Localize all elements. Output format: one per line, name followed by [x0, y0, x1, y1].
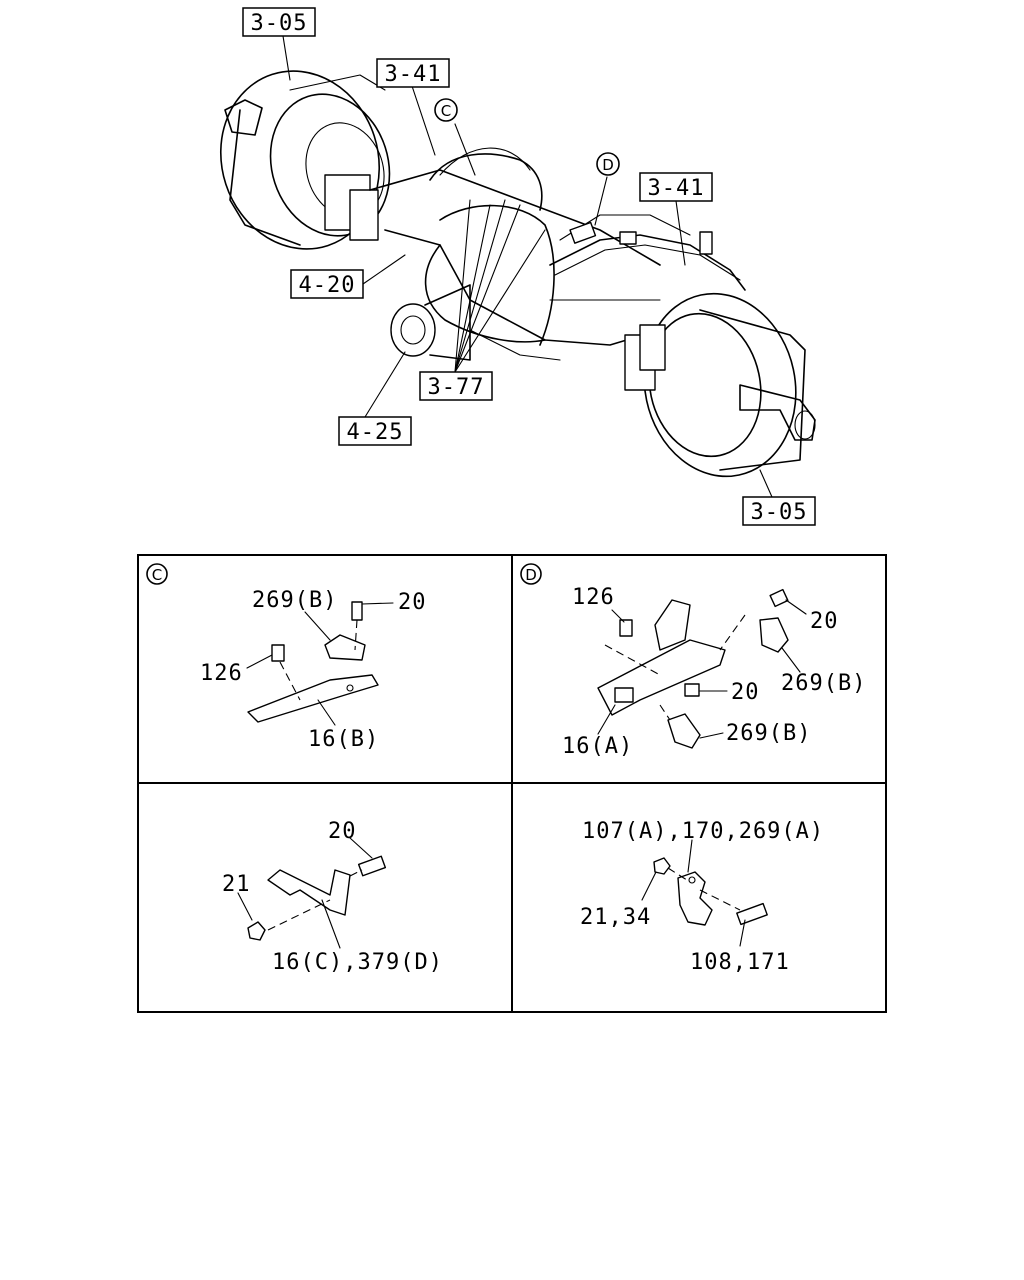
ref-hub-left: 3-05 [242, 7, 316, 37]
panel-d-clip-bottom-label: 269(B) [726, 721, 811, 746]
bolt-126-shape [271, 644, 285, 662]
ref-cable-right-label: 3-41 [648, 176, 705, 201]
clip-bottom-shape [667, 713, 701, 749]
ref-cable-left: 3-41 [376, 58, 450, 88]
left-brake-drum [219, 70, 391, 250]
bolt-108-shape [736, 902, 768, 926]
ref-housing: 4-20 [290, 269, 364, 299]
clip-top-shape [759, 617, 789, 653]
ref-flange-label: 4-25 [347, 420, 404, 445]
ref-clips: 3-77 [419, 371, 493, 401]
callout-c-main-label: C [441, 102, 451, 120]
nut-21-shape [247, 921, 266, 941]
panel-lr-nut-label: 21,34 [580, 905, 651, 930]
panel-c-marker: C [146, 563, 168, 585]
panel-d-clip-top-label: 269(B) [781, 671, 866, 696]
right-brake-drum [624, 292, 816, 478]
panel-lr-bolt-label: 108,171 [690, 950, 790, 975]
ref-hub-left-label: 3-05 [251, 11, 308, 36]
panel-c-marker-label: C [152, 566, 162, 584]
callout-d-main: D [596, 152, 620, 176]
ref-clips-label: 3-77 [428, 375, 485, 400]
nut-21-34-shape [653, 857, 671, 875]
bolt-mid-shape [684, 683, 700, 697]
ref-cable-right: 3-41 [639, 172, 713, 202]
panel-ll-nut-label: 21 [222, 872, 251, 897]
bolt-126-d-shape [619, 619, 633, 637]
detail-panel-c: C 269(B) 20 126 16(B) [146, 563, 427, 752]
main-leader-lines [282, 35, 773, 498]
panel-c-bracket-label: 16(B) [308, 727, 379, 752]
panel-ll-bracket-label: 16(C),379(D) [272, 950, 443, 975]
panel-d-bolt-top-label: 20 [810, 609, 839, 634]
detail-grid [137, 554, 887, 1013]
detail-panel-lower-left: 20 21 16(C),379(D) [222, 819, 443, 975]
detail-panel-d: D 126 20 269(B) 20 269(B) 16(A) [520, 563, 866, 759]
ref-flange: 4-25 [338, 416, 412, 446]
axle-assembly-drawing [219, 70, 816, 478]
panel-d-marker: D [520, 563, 542, 585]
detail-panel-lower-right: 107(A),170,269(A) 21,34 108,171 [580, 819, 824, 975]
ref-hub-right: 3-05 [742, 496, 816, 526]
clip-269b-shape [324, 634, 366, 661]
bolt-20-shape [351, 601, 363, 621]
panel-d-bolt-small-label: 126 [572, 585, 615, 610]
panel-c-bolt-label: 20 [398, 590, 427, 615]
panel-c-bolt-small-label: 126 [200, 661, 243, 686]
clamp-shape [677, 871, 713, 926]
callout-d-main-label: D [602, 156, 614, 174]
panel-d-bracket-label: 16(A) [562, 734, 633, 759]
brake-hoses [429, 147, 746, 291]
ref-cable-left-label: 3-41 [385, 62, 442, 87]
bolt-20-ll-shape [357, 855, 387, 877]
panel-lr-clamp-label: 107(A),170,269(A) [582, 819, 824, 844]
panel-ll-bolt-label: 20 [328, 819, 357, 844]
pinion-flange [390, 284, 471, 361]
panel-d-bolt-mid-label: 20 [731, 680, 760, 705]
bolt-top-shape [769, 588, 789, 608]
callout-c-main: C [434, 98, 458, 122]
ref-hub-right-label: 3-05 [751, 500, 808, 525]
ref-housing-label: 4-20 [299, 273, 356, 298]
bracket-16c-shape [267, 869, 351, 916]
panel-d-marker-label: D [525, 566, 537, 584]
panel-c-clip-label: 269(B) [252, 588, 337, 613]
bracket-16b-shape [247, 674, 379, 723]
